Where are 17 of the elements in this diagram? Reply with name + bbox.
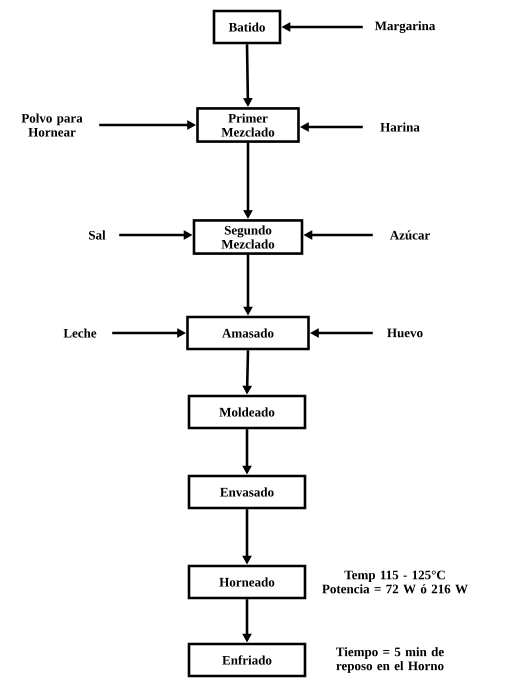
process-box: Primer Mezclado (196, 107, 300, 143)
process-box: Segundo Mezclado (192, 219, 304, 255)
process-box: Batido (212, 10, 282, 44)
input-label: Leche (64, 328, 96, 338)
process-box: Enfriado (188, 642, 306, 678)
process-box: Moldeado (188, 394, 306, 430)
note-text: Tiempo = 5 min de reposo en el Horno (336, 647, 444, 673)
input-label: Sal (89, 230, 106, 240)
note-text: Temp 115 - 125°C Potencia = 72 W ó 216 W (322, 570, 468, 594)
input-label: Huevo (387, 328, 423, 338)
process-box: Horneado (188, 564, 306, 600)
input-label: Azúcar (390, 230, 430, 240)
input-label: Margarina (374, 21, 436, 33)
process-box: Envasado (188, 474, 306, 510)
input-label: Polvo para Hornear (22, 113, 82, 137)
process-box: Amasado (186, 316, 310, 350)
input-label: Harina (380, 122, 420, 132)
